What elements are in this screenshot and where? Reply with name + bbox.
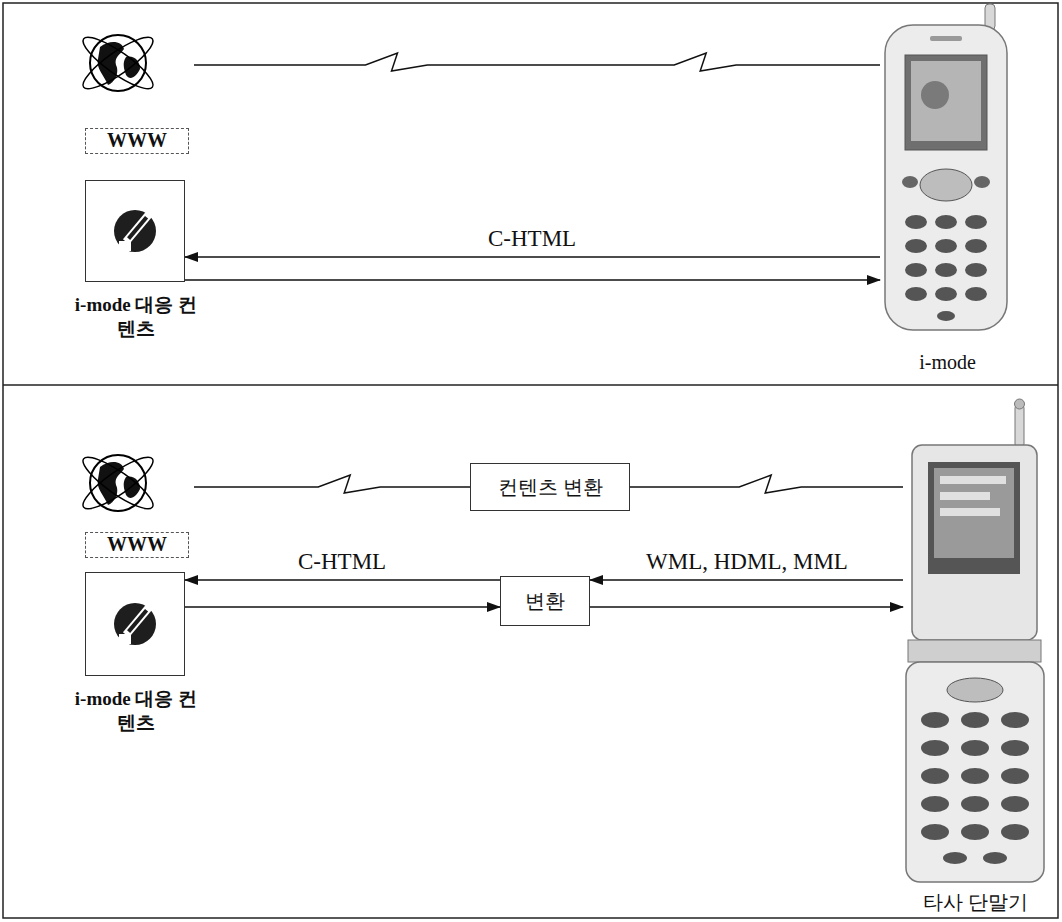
connector [185, 279, 880, 281]
process-box: 변환 [500, 576, 590, 626]
web-label: WWW [85, 532, 189, 558]
phone-illustration [885, 4, 1007, 330]
connector [590, 579, 903, 581]
phone-illustration [906, 399, 1044, 882]
process-box: 컨텐츠 변환 [470, 463, 630, 511]
phone-label: i-mode [870, 350, 1025, 374]
content-icon [114, 210, 156, 252]
edge-label: WML, HDML, MML [643, 549, 851, 575]
connector [194, 475, 470, 493]
content-icon [114, 603, 156, 645]
content-box: i-mode 대응 컨텐츠 [85, 180, 185, 282]
connector [194, 53, 880, 71]
content-box: i-mode 대응 컨텐츠 [85, 572, 185, 676]
connector [630, 475, 903, 493]
connector [185, 256, 880, 258]
phone-label: 타사 단말기 [893, 890, 1058, 914]
edge-label: C-HTML [295, 549, 389, 575]
connector [590, 606, 903, 608]
globe-icon [77, 450, 158, 516]
web-node: WWW [82, 448, 194, 558]
phone-node: 타사 단말기 [903, 440, 1048, 914]
separator [3, 384, 1058, 386]
box-label: 컨텐츠 변환 [498, 475, 603, 499]
edge-label: C-HTML [485, 226, 579, 252]
content-label: i-mode 대응 컨텐츠 [71, 687, 201, 735]
globe-icon [77, 30, 158, 96]
connector [185, 606, 500, 608]
phone-node: i-mode [880, 22, 1015, 374]
web-node: WWW [82, 28, 194, 154]
connector [185, 579, 500, 581]
web-label: WWW [85, 128, 189, 154]
content-label: i-mode 대응 컨텐츠 [71, 293, 201, 341]
box-label: 변환 [525, 589, 565, 613]
frame [3, 3, 1058, 918]
